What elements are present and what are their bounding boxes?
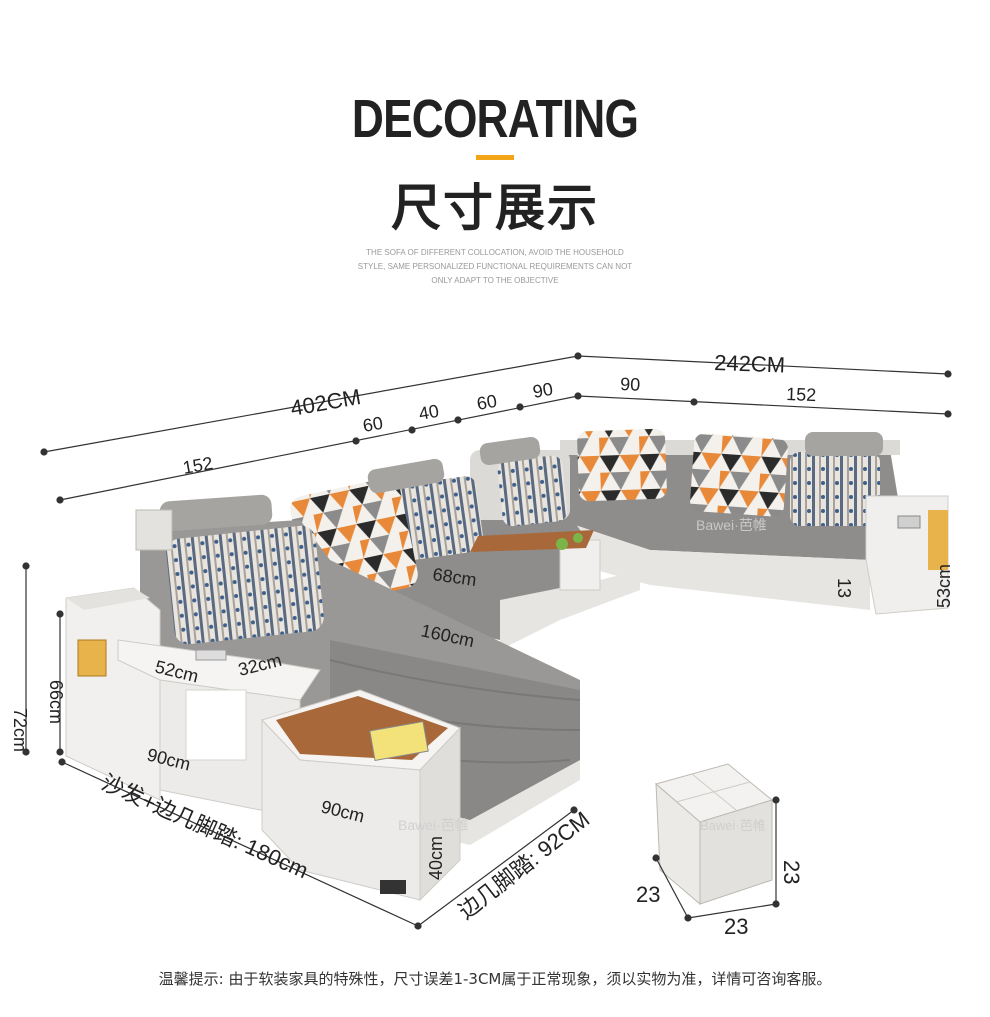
subtitle: THE SOFA OF DIFFERENT COLLOCATION, AVOID… [330,246,660,288]
sofa-right-section [560,428,949,615]
label-seg-40: 40 [417,401,440,424]
label-ottoman-40: 40cm [426,836,446,880]
label-seg-152-right: 152 [786,384,817,405]
label-seg-60-b: 60 [475,391,498,414]
ottoman-side-table [261,689,461,902]
label-arm-53: 53cm [934,564,954,608]
label-stool-h: 23 [779,860,804,884]
sofa-dimension-diagram: Bawei·芭帷 Bawei·芭帷 Bawei·芭帷 402CM 242CM 1… [10,350,954,939]
subtitle-line-1: THE SOFA OF DIFFERENT COLLOCATION, AVOID… [366,248,624,257]
label-total-left: 402CM [289,384,363,421]
label-seat-13: 13 [834,578,854,598]
ottoman-watermark: Bawei·芭帷 [398,817,469,833]
title-zh: 尺寸展示 [391,179,599,237]
footer-note: 温馨提示: 由于软装家具的特殊性，尺寸误差1-3CM属于正常现象，须以实物为准，… [158,970,832,988]
label-seg-152-left: 152 [181,453,214,478]
stool-dimension-lines [652,796,780,922]
label-stool-w: 23 [724,914,748,939]
height-dimension-lines [22,562,64,756]
top-dimension-lines [40,352,952,504]
title-en: DECORATING [351,89,639,149]
label-stool-d: 23 [636,882,660,907]
label-seg-60-a: 60 [361,413,384,436]
sofa-left-arm [65,587,321,811]
subtitle-line-2: STYLE, SAME PERSONALIZED FUNCTIONAL REQU… [357,262,633,271]
cube-stool: Bawei·芭帷 [654,763,774,906]
label-height-72: 72cm [10,708,30,752]
label-seg-90-a: 90 [531,379,554,402]
bottom-dimension-lines [58,758,578,930]
label-total-right: 242CM [714,350,786,377]
stool-watermark: Bawei·芭帷 [700,818,766,833]
label-seg-90-b: 90 [620,374,641,395]
subtitle-line-3: ONLY ADAPT TO THE OBJECTIVE [431,276,559,285]
label-height-66: 66cm [46,680,66,724]
sofa-watermark: Bawei·芭帷 [696,517,767,533]
accent-bar [476,155,514,160]
